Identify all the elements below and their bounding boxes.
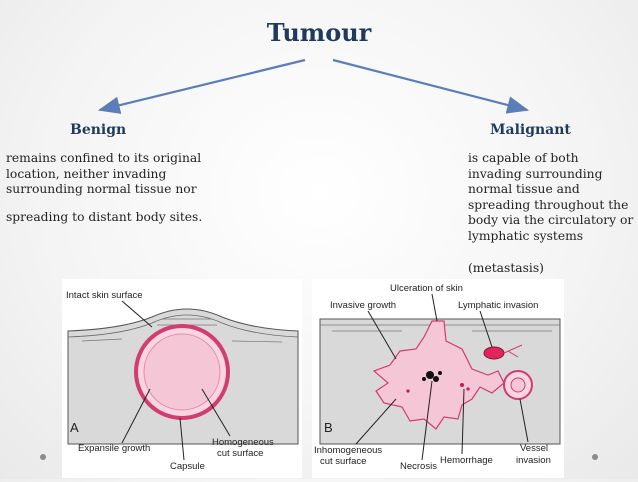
slide-dot-right [592, 454, 598, 460]
panel-a-label: A [70, 420, 79, 435]
malignant-heading: Malignant [490, 122, 571, 138]
intact-skin-label: Intact skin surface [66, 290, 143, 301]
arrow-to-benign [97, 58, 306, 114]
malignant-tumour-figure: Ulceration of skin Invasive growth Lymph… [312, 279, 564, 478]
benign-description: remains confined to its original locatio… [6, 151, 202, 196]
slide-dot-left [40, 454, 46, 460]
benign-tumour-figure: Intact skin surface A Expansile growth C… [62, 279, 302, 478]
lymphatic-label: Lymphatic invasion [458, 300, 538, 311]
hemorrhage-label: Hemorrhage [440, 455, 493, 466]
vessel-label-2: invasion [516, 455, 551, 466]
ulceration-label: Ulceration of skin [390, 283, 463, 294]
homogeneous-label-1: Homogeneous [212, 437, 274, 448]
expansile-label: Expansile growth [78, 443, 150, 454]
benign-description-2: spreading to distant body sites. [6, 210, 203, 224]
page-title: Tumour [266, 18, 372, 47]
necrosis-label: Necrosis [400, 461, 437, 472]
arrow-to-malignant [332, 58, 530, 114]
invasive-tumour-shape [372, 320, 505, 430]
invasive-label: Invasive growth [330, 300, 396, 311]
malignant-description: is capable of both invading surrounding … [468, 151, 634, 243]
capsule-label: Capsule [170, 461, 205, 472]
malignant-description-2: (metastasis) [468, 261, 544, 275]
benign-heading: Benign [70, 122, 127, 138]
inhomogeneous-label-2: cut surface [320, 456, 366, 467]
panel-b-label: B [324, 420, 333, 435]
homogeneous-label-2: cut surface [217, 448, 263, 459]
inhomogeneous-label-1: Inhomogeneous [314, 445, 382, 456]
vessel-label-1: Vessel [520, 443, 548, 454]
